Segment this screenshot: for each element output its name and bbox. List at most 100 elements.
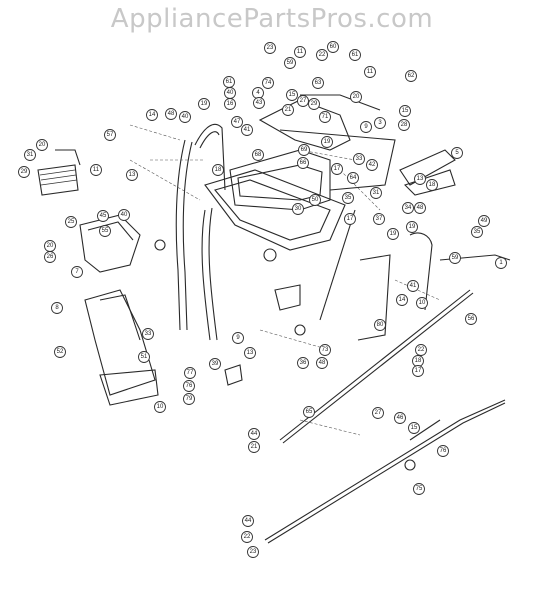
callout: 19 (406, 221, 418, 233)
svg-text:20: 20 (47, 243, 54, 249)
callout: 37 (373, 213, 385, 225)
svg-text:16: 16 (227, 101, 234, 107)
callout: 77 (184, 367, 196, 379)
svg-text:17: 17 (415, 368, 422, 374)
callout: 19 (198, 98, 210, 110)
svg-text:9: 9 (364, 124, 368, 130)
callout: 18 (212, 164, 224, 176)
svg-text:1: 1 (499, 260, 503, 266)
callout: 43 (253, 97, 265, 109)
callout: 76 (183, 380, 195, 392)
svg-text:45: 45 (100, 213, 107, 219)
callout: 33 (142, 328, 154, 340)
svg-text:21: 21 (251, 444, 258, 450)
svg-text:22: 22 (244, 534, 251, 540)
svg-text:14: 14 (149, 112, 156, 118)
svg-text:48: 48 (417, 205, 424, 211)
callout: 47 (231, 116, 243, 128)
svg-text:59: 59 (452, 255, 459, 261)
svg-text:55: 55 (102, 228, 109, 234)
callout: 27 (372, 407, 384, 419)
svg-text:35: 35 (345, 195, 352, 201)
svg-text:3: 3 (378, 120, 382, 126)
svg-text:11: 11 (93, 167, 100, 173)
callout: 21 (282, 104, 294, 116)
callout: 74 (262, 77, 274, 89)
svg-text:31: 31 (373, 190, 380, 196)
callout: 7 (71, 266, 83, 278)
upper-handle-assembly (194, 94, 396, 211)
callout: 10 (154, 401, 166, 413)
callout: 46 (394, 412, 406, 424)
svg-text:11: 11 (297, 49, 304, 55)
svg-text:27: 27 (300, 98, 307, 104)
svg-text:15: 15 (411, 425, 418, 431)
callout: 44 (242, 515, 254, 527)
callout: 61 (349, 49, 361, 61)
callout: 68 (252, 149, 264, 161)
svg-text:18: 18 (215, 167, 222, 173)
callout: 62 (405, 70, 417, 82)
svg-text:33: 33 (356, 156, 363, 162)
svg-text:34: 34 (405, 205, 412, 211)
svg-text:63: 63 (315, 80, 322, 86)
callout: 40 (179, 111, 191, 123)
svg-text:23: 23 (250, 549, 257, 555)
svg-text:21: 21 (285, 107, 292, 113)
callout: 41 (241, 124, 253, 136)
svg-text:22: 22 (418, 347, 425, 353)
callout: 29 (308, 98, 320, 110)
callout: 4 (252, 87, 264, 99)
callout: 49 (478, 215, 490, 227)
svg-text:29: 29 (311, 101, 318, 107)
svg-text:44: 44 (245, 518, 252, 524)
svg-text:75: 75 (416, 486, 423, 492)
control-rods (264, 209, 506, 544)
callout: 23 (247, 546, 259, 558)
callout: 48 (414, 202, 426, 214)
svg-text:80: 80 (377, 322, 384, 328)
callout: 15 (399, 105, 411, 117)
callout: 71 (319, 111, 331, 123)
svg-text:13: 13 (417, 176, 424, 182)
svg-text:60: 60 (330, 44, 337, 50)
svg-text:71: 71 (322, 114, 329, 120)
callout: 44 (248, 428, 260, 440)
svg-text:10: 10 (419, 300, 426, 306)
svg-text:20: 20 (39, 142, 46, 148)
svg-text:76: 76 (186, 383, 193, 389)
callout: 13 (414, 173, 426, 185)
svg-text:8: 8 (55, 305, 59, 311)
callout: 15 (286, 89, 298, 101)
callout: 11 (294, 46, 306, 58)
callout: 76 (437, 445, 449, 457)
callout: 17 (412, 365, 424, 377)
svg-text:62: 62 (408, 73, 415, 79)
callout: 19 (321, 136, 333, 148)
svg-text:48: 48 (319, 360, 326, 366)
discharge-chute (79, 214, 159, 406)
callout: 56 (465, 313, 477, 325)
svg-text:47: 47 (234, 119, 241, 125)
callout: 69 (298, 144, 310, 156)
svg-text:19: 19 (390, 231, 397, 237)
svg-text:25: 25 (68, 219, 75, 225)
callout: 21 (248, 441, 260, 453)
callout: 17 (344, 213, 356, 225)
callout: 40 (224, 87, 236, 99)
svg-text:22: 22 (319, 52, 326, 58)
svg-text:11: 11 (367, 69, 374, 75)
callout: 65 (303, 406, 315, 418)
callout: 48 (165, 108, 177, 120)
svg-text:13: 13 (129, 172, 136, 178)
svg-text:68: 68 (255, 152, 262, 158)
callout: 9 (360, 121, 372, 133)
callout: 5 (451, 147, 463, 159)
callout: 3 (374, 117, 386, 129)
callout: 11 (90, 164, 102, 176)
svg-text:33: 33 (145, 331, 152, 337)
callout: 19 (387, 228, 399, 240)
callout: 51 (138, 351, 150, 363)
callout: 22 (415, 344, 427, 356)
